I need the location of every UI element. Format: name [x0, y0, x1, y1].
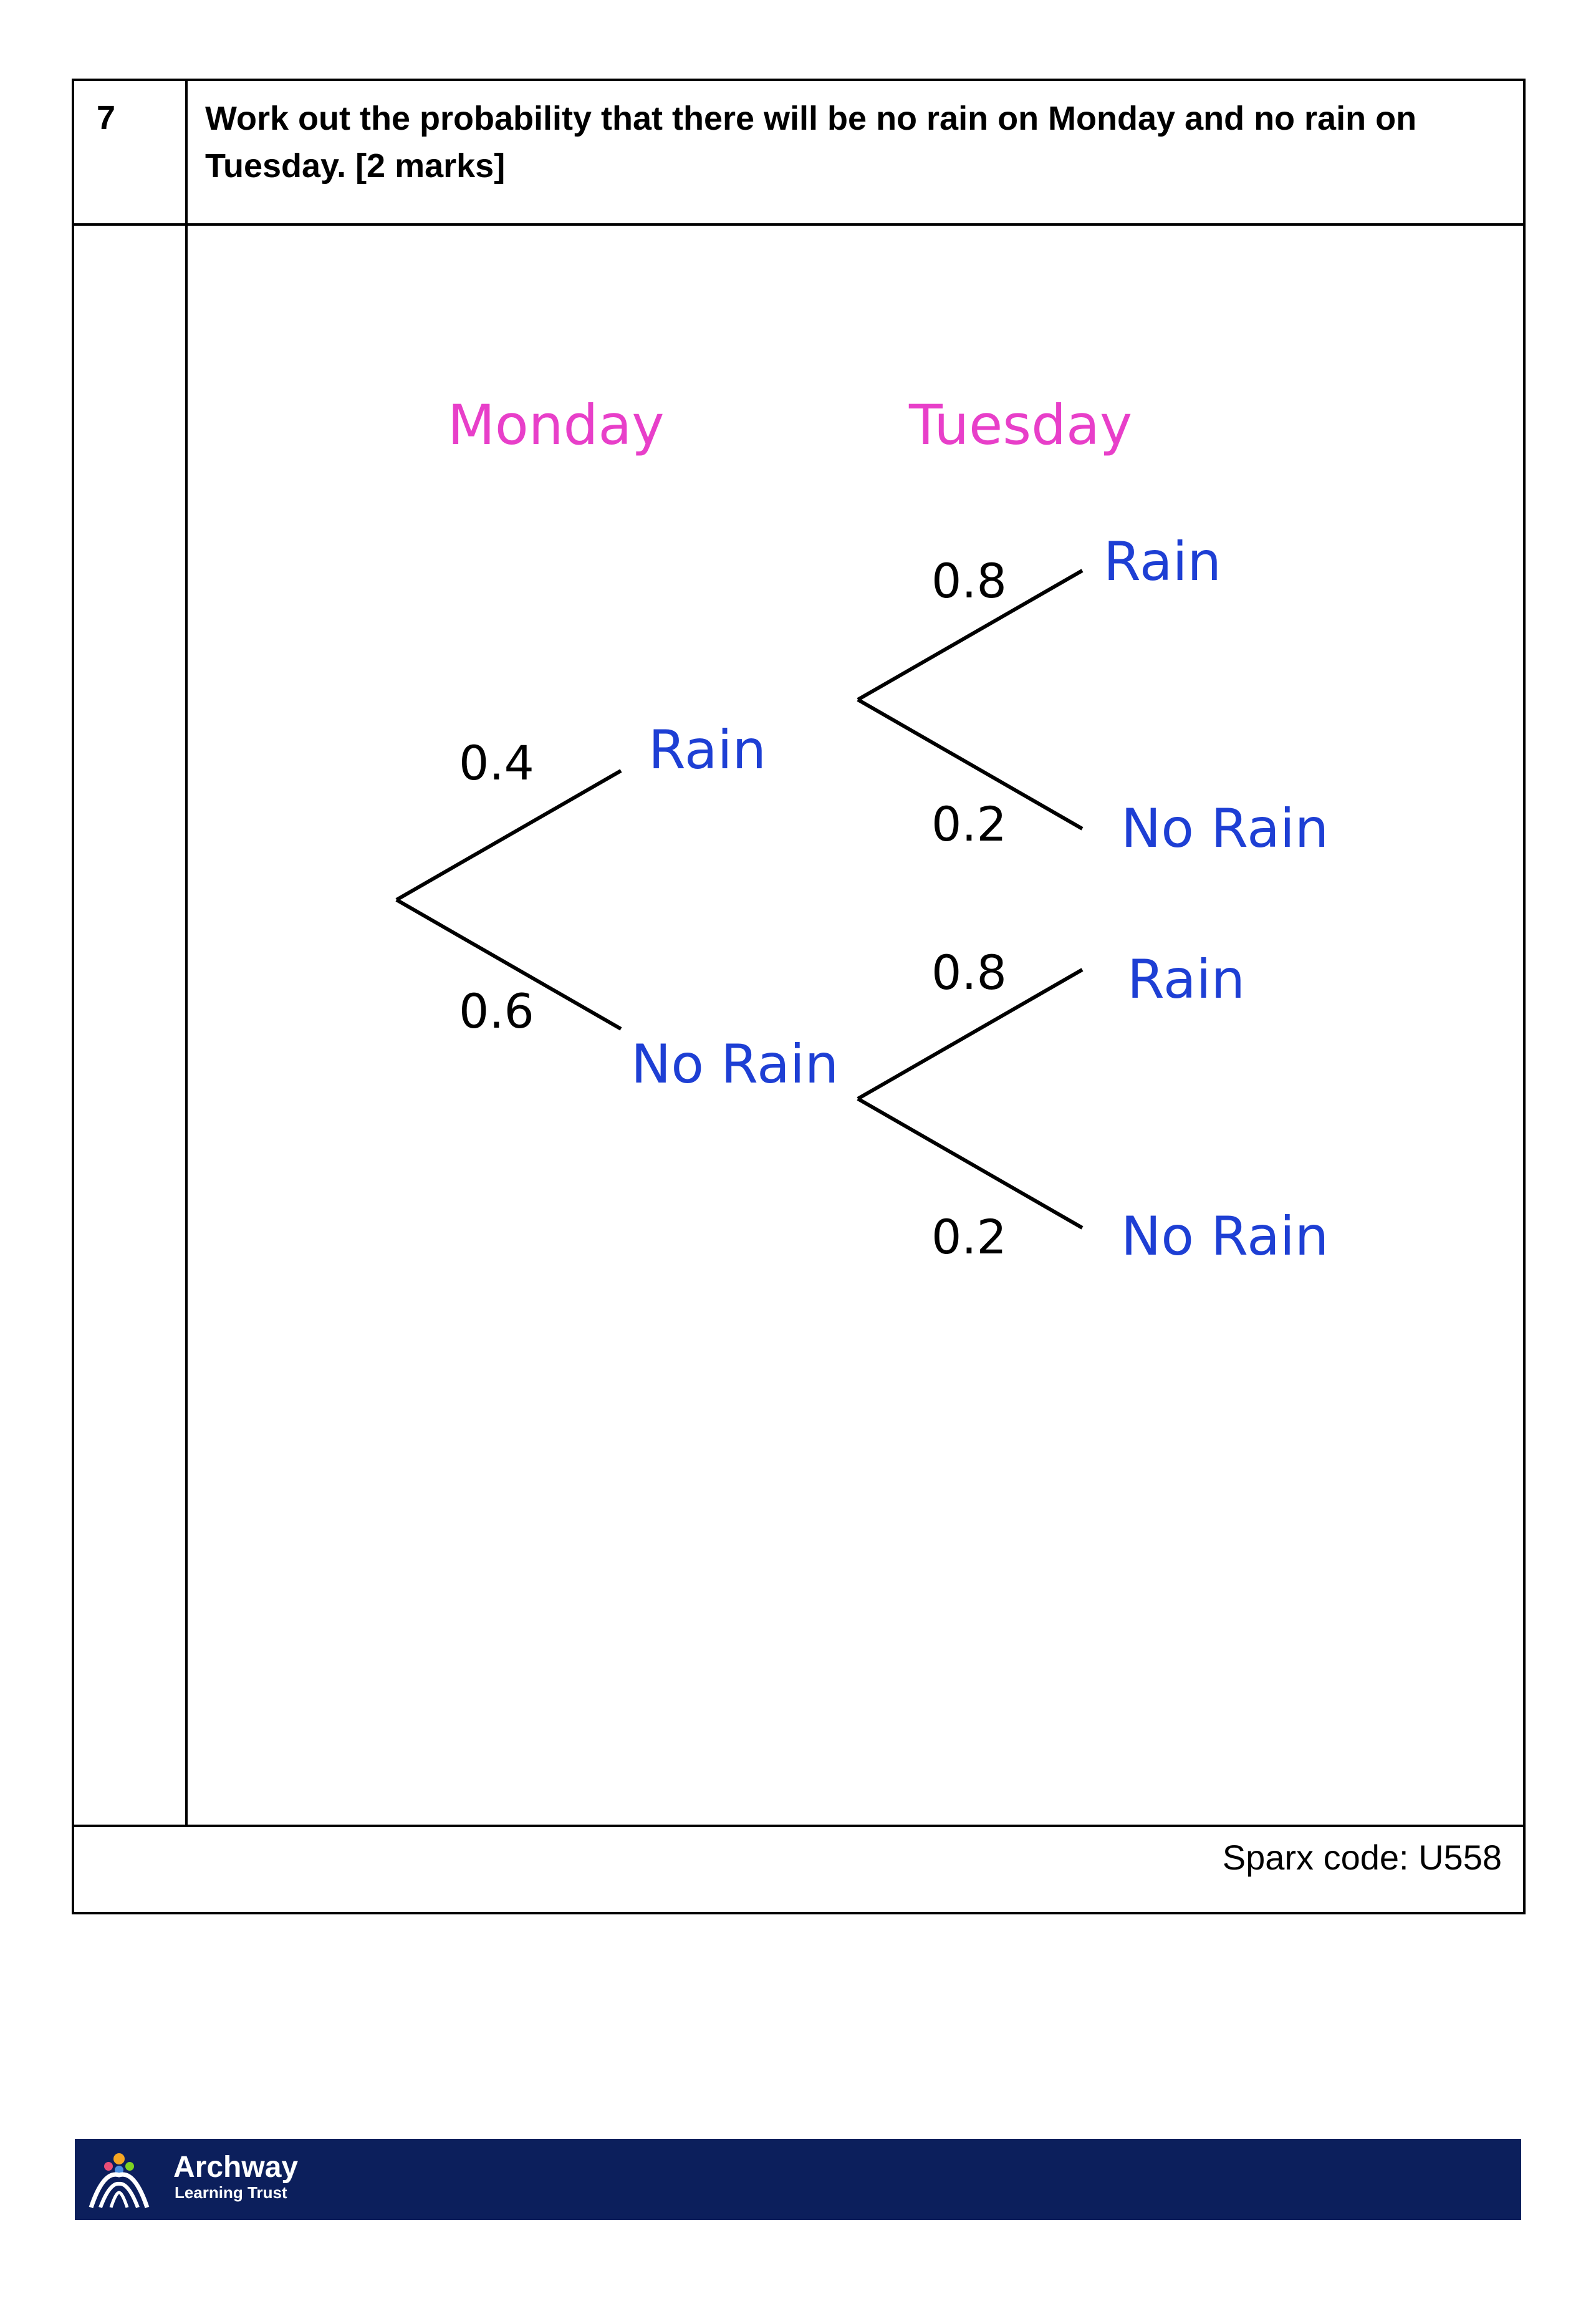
prob-tuesday-no-rain-rain: 0.8	[931, 945, 1007, 1000]
prob-tuesday-rain-rain: 0.8	[931, 553, 1007, 609]
branch-monday-no-rain	[395, 898, 622, 1031]
question-text-line1: Work out the probability that there will…	[205, 100, 1417, 137]
prob-monday-no-rain: 0.6	[459, 983, 534, 1039]
row-divider-top	[74, 223, 1523, 226]
branch-tuesday-rain-rain	[857, 569, 1084, 702]
archway-logo-icon	[89, 2153, 150, 2209]
question-text-line2: Tuesday. [2 marks]	[205, 147, 506, 185]
branch-tuesday-no-rain-no-rain	[857, 1097, 1084, 1230]
outcome-tuesday-no-rain-rain: Rain	[1127, 948, 1245, 1011]
question-number: 7	[97, 99, 116, 137]
outcome-tuesday-no-rain-no-rain: No Rain	[1121, 1205, 1329, 1268]
question-text: Work out the probability that there will…	[205, 95, 1502, 190]
header-tuesday: Tuesday	[908, 393, 1132, 457]
branch-monday-rain	[395, 769, 622, 902]
prob-monday-rain: 0.4	[459, 735, 534, 791]
prob-tuesday-no-rain-no-rain: 0.2	[931, 1209, 1007, 1265]
row-divider-bottom	[74, 1825, 1523, 1827]
footer-banner: Archway Learning Trust	[75, 2139, 1521, 2220]
outcome-tuesday-rain-no-rain: No Rain	[1121, 798, 1329, 860]
org-name: Archway	[173, 2151, 299, 2184]
question-table: 7 Work out the probability that there wi…	[72, 79, 1526, 1914]
outcome-monday-no-rain: No Rain	[631, 1033, 839, 1096]
prob-tuesday-rain-no-rain: 0.2	[931, 796, 1007, 852]
outcome-tuesday-rain-rain: Rain	[1103, 531, 1221, 593]
outcome-monday-rain: Rain	[648, 719, 766, 781]
branch-tuesday-no-rain-rain	[857, 968, 1084, 1101]
header-monday: Monday	[448, 393, 664, 457]
org-subtitle: Learning Trust	[175, 2183, 287, 2202]
branch-tuesday-rain-no-rain	[857, 698, 1084, 831]
column-divider	[185, 81, 188, 1827]
sparx-code: Sparx code: U558	[1222, 1838, 1502, 1877]
